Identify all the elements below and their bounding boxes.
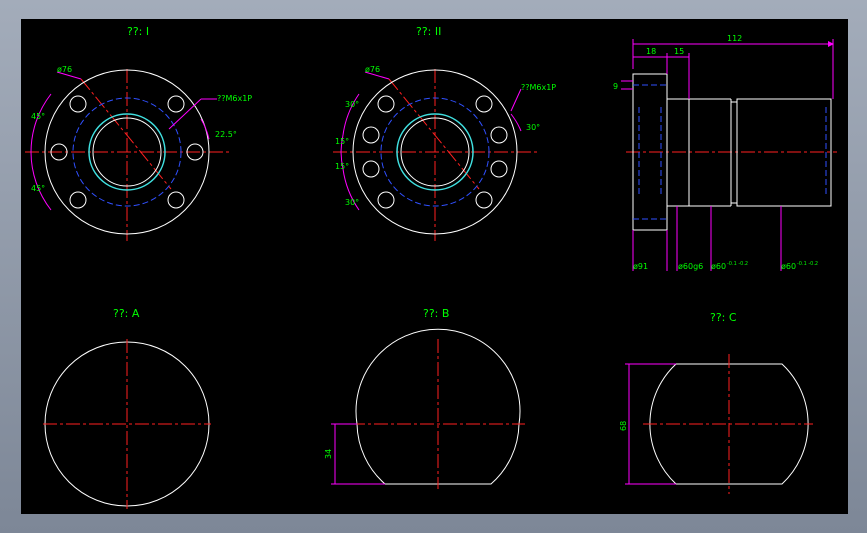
view-2: ??: II ø76 ??M6x1P 30° 15° 15°	[333, 25, 556, 241]
side-tolerance-a: -0.1 -0.2	[727, 261, 748, 267]
view-a-title: ??: A	[113, 307, 140, 320]
side-tolerance-b: -0.1 -0.2	[797, 261, 818, 267]
view-b: ??: B 34	[324, 307, 525, 489]
view-b-height-label: 34	[324, 449, 333, 459]
view-1: ??: I ø76 ??M6x1P 45° 45° 22.5°	[25, 25, 252, 241]
cad-drawing: ??: I ø76 ??M6x1P 45° 45° 22.5°	[25, 25, 837, 509]
view-1-angle-22-5: 22.5°	[215, 130, 237, 139]
view-2-dimensions	[340, 71, 522, 211]
view-b-title: ??: B	[423, 307, 449, 320]
view-c: ??: C 68	[619, 311, 813, 494]
side-length-15: 15	[674, 47, 684, 56]
view-2-diameter-label: ø76	[365, 65, 380, 74]
side-view: 112 18 15 9 ø91 ø60g6 ø60 -0.1 -0.2 ø60 …	[613, 34, 837, 271]
side-diameter-91: ø91	[633, 262, 648, 271]
view-b-dimensions	[331, 423, 385, 485]
side-diameter-60b: ø60	[781, 262, 796, 271]
view-1-dimensions	[30, 71, 217, 211]
view-1-flange-outline	[44, 69, 210, 235]
view-c-title: ??: C	[710, 311, 737, 324]
view-1-bolt-holes	[50, 95, 204, 209]
view-2-bore-inner	[400, 117, 470, 187]
side-diameter-60g6: ø60g6	[678, 262, 703, 271]
view-b-outline	[355, 328, 521, 485]
side-length-9: 9	[613, 82, 618, 91]
view-1-title: ??: I	[127, 25, 149, 38]
view-2-title: ??: II	[416, 25, 441, 38]
cad-drawing-canvas[interactable]: ??: I ø76 ??M6x1P 45° 45° 22.5°	[21, 19, 848, 514]
view-1-centerlines	[25, 69, 229, 241]
view-1-angle-45b: 45°	[31, 184, 45, 193]
view-a-centerlines	[43, 339, 211, 509]
view-c-height-label: 68	[619, 421, 628, 431]
side-length-18: 18	[646, 47, 656, 56]
view-2-angle-30c: 30°	[526, 123, 540, 132]
view-1-bore-inner	[92, 117, 162, 187]
side-view-outline	[632, 73, 832, 231]
view-2-bolt-holes	[362, 95, 508, 209]
view-c-dimensions	[625, 363, 676, 485]
view-c-outline	[649, 363, 809, 485]
view-2-bore-outer	[396, 113, 474, 191]
view-1-bore-outer	[88, 113, 166, 191]
view-a: ??: A	[43, 307, 211, 509]
view-1-bolt-circle	[72, 97, 182, 207]
view-1-angle-45a: 45°	[31, 112, 45, 121]
side-total-length: 112	[727, 34, 742, 43]
side-view-dimensions	[621, 39, 834, 271]
view-2-angle-30b: 30°	[345, 198, 359, 207]
view-b-centerlines	[351, 339, 525, 489]
view-2-centerlines	[333, 69, 537, 241]
view-2-angle-15b: 15°	[335, 162, 349, 171]
side-diameter-60a: ø60	[711, 262, 726, 271]
view-2-bolt-circle	[380, 97, 490, 207]
view-2-flange-outline	[352, 69, 518, 235]
view-2-thread-label: ??M6x1P	[521, 83, 556, 92]
side-view-hidden-lines	[633, 84, 827, 220]
view-2-angle-15a: 15°	[335, 137, 349, 146]
view-1-thread-label: ??M6x1P	[217, 94, 252, 103]
view-2-angle-30a: 30°	[345, 100, 359, 109]
view-1-diameter-label: ø76	[57, 65, 72, 74]
view-c-centerlines	[643, 354, 813, 494]
